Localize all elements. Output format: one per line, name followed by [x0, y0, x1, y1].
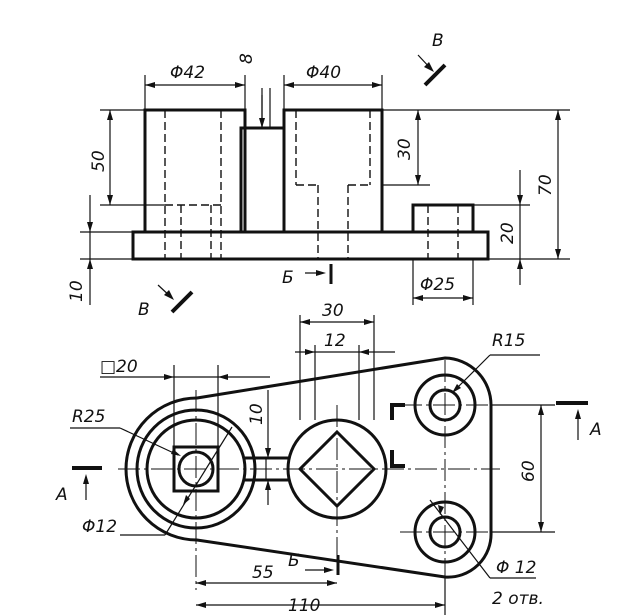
right-cylinder: [282, 108, 384, 234]
view-b-bottom-label: B: [138, 300, 150, 320]
dim-d25-label: Φ25: [420, 275, 455, 295]
dim-d12-right-label: Φ 12: [496, 558, 536, 578]
front-view: Φ42 8 Φ40 50 30 70 20 10 Φ25 B B Б: [67, 31, 570, 320]
dim-10-label: 10: [67, 280, 87, 302]
dim-20-label: 20: [498, 222, 518, 244]
dim-d42-label: Φ42: [170, 63, 205, 83]
section-b-top-label: Б: [288, 551, 300, 571]
left-cylinder: [143, 108, 247, 234]
dim-50-label: 50: [89, 150, 109, 172]
dim-d40-label: Φ40: [306, 63, 341, 83]
dim-55-label: 55: [252, 563, 274, 583]
view-b-top-label: B: [432, 31, 444, 51]
section-a-right-label: A: [589, 420, 602, 440]
top-view: 30 12 □20 R15 R25 10 60 Φ12 Φ 12 2 отв. …: [55, 301, 602, 615]
hidden-lines: [164, 110, 459, 259]
dim-r15-label: R15: [492, 331, 525, 351]
top-dimension-lines: [70, 315, 555, 615]
dim-110-label: 110: [288, 596, 320, 615]
small-boss: [411, 203, 475, 234]
center-lines: [118, 360, 500, 590]
view-b-arrows: [157, 54, 447, 314]
dim-r25-label: R25: [72, 407, 105, 427]
part-outline: [124, 356, 493, 579]
section-a-left-label: A: [55, 485, 68, 505]
dim-60-label: 60: [519, 460, 539, 482]
section-markers: [72, 401, 588, 575]
section-b-label: Б: [282, 268, 294, 288]
dim-30-top-label: 30: [322, 301, 344, 321]
base-plate: [131, 230, 490, 261]
dim-d12-left-label: Φ12: [82, 517, 117, 537]
dim-2holes-label: 2 отв.: [492, 589, 544, 609]
dim-8-label: 8: [237, 53, 257, 64]
dim-30-label: 30: [395, 138, 415, 160]
front-dimension-lines: [87, 82, 561, 305]
dim-12-label: 12: [324, 331, 346, 351]
dim-sq20-label: □20: [100, 357, 138, 377]
slot-block: [239, 126, 286, 234]
dim-10-top-label: 10: [247, 403, 267, 425]
dim-70-label: 70: [536, 174, 556, 196]
